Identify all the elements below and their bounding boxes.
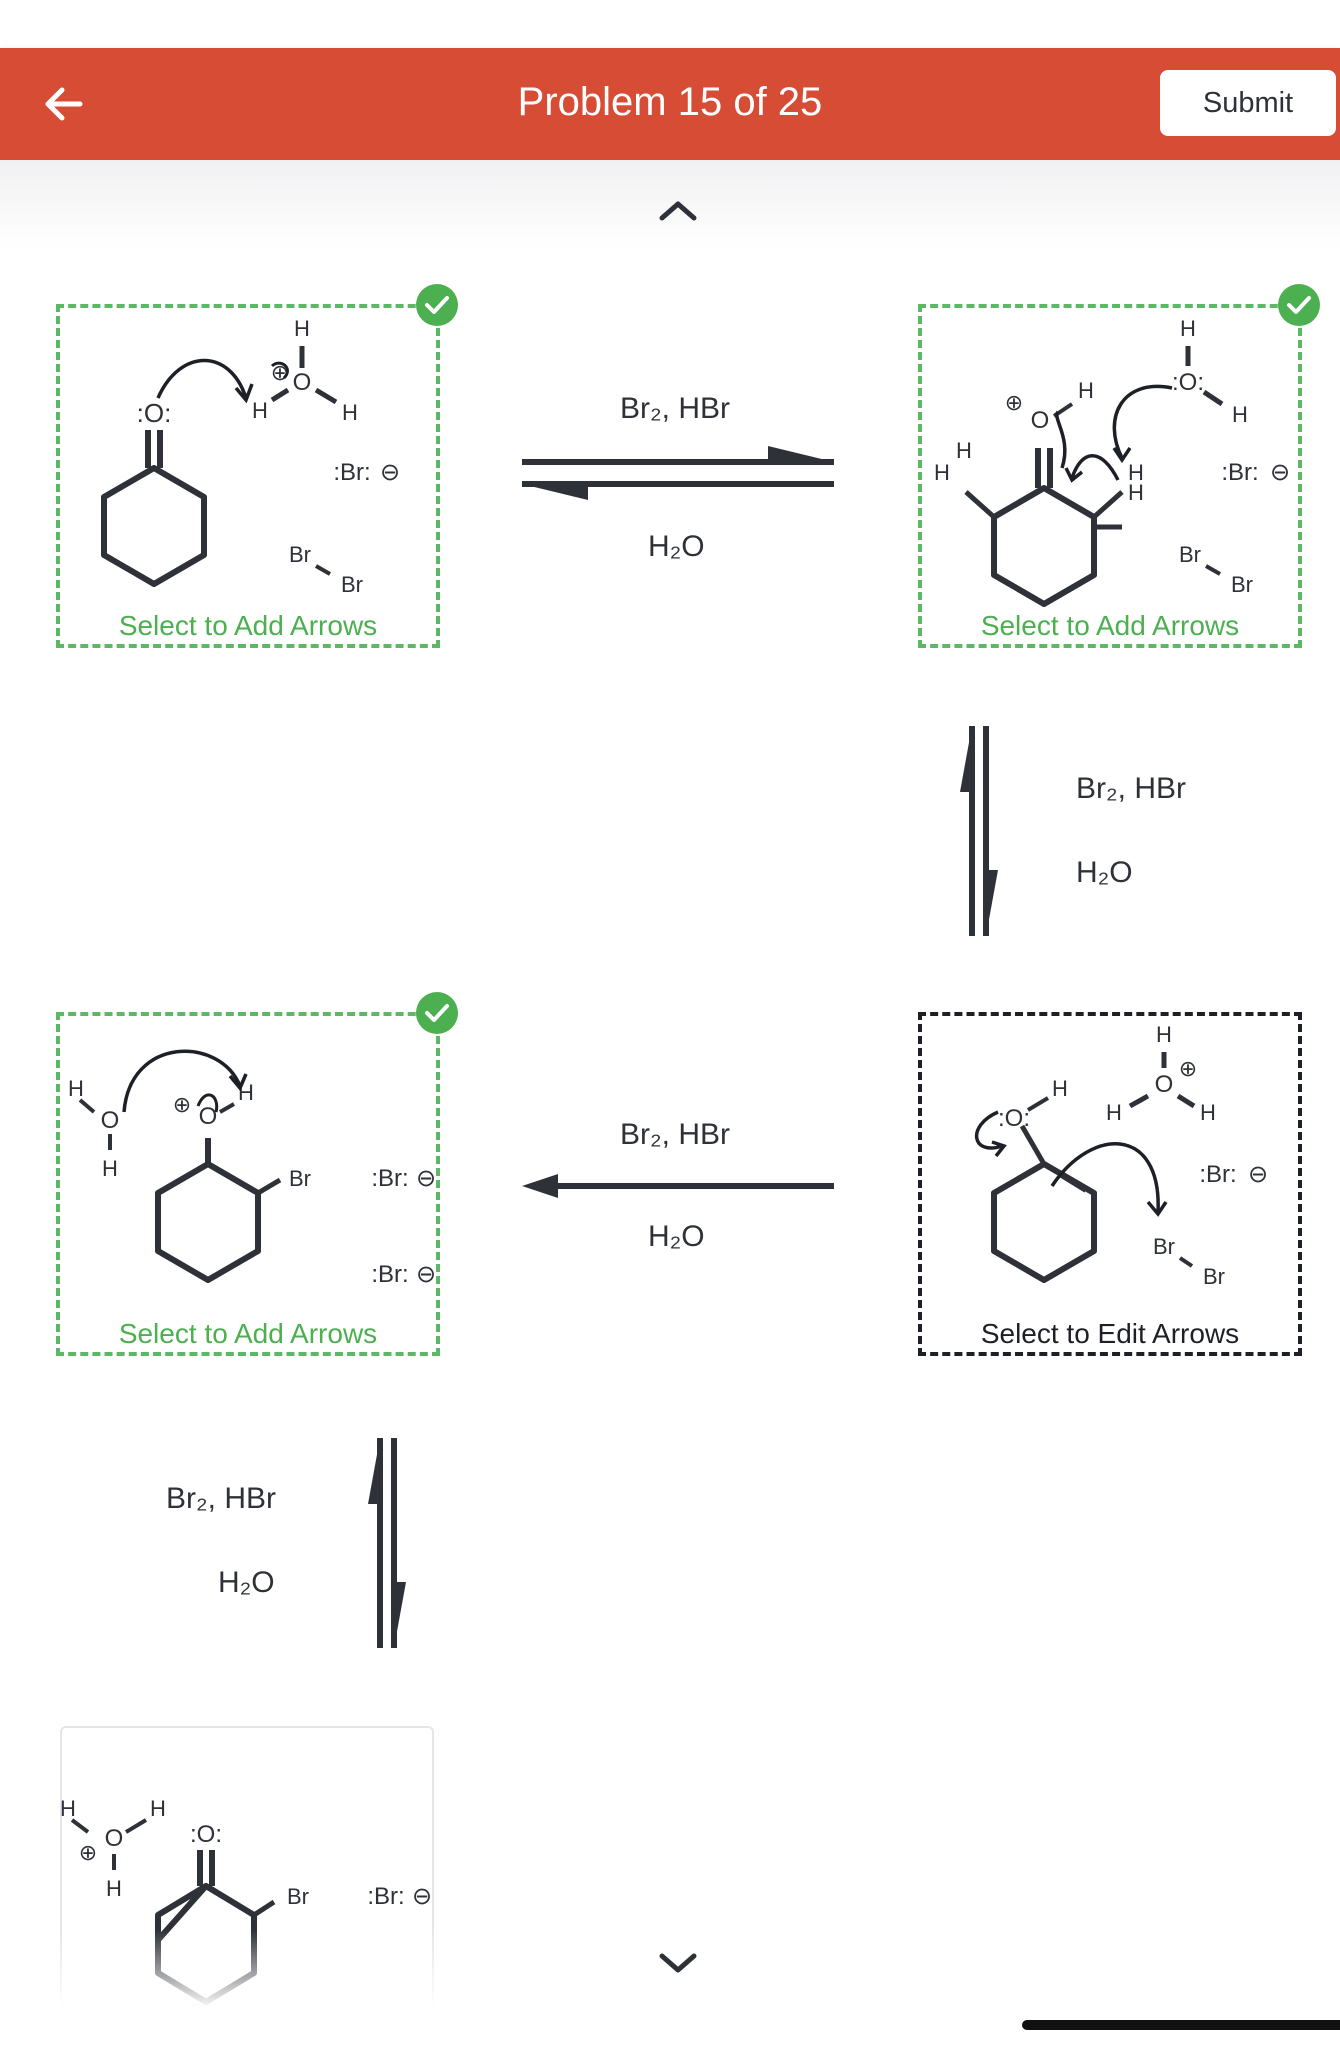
app-header: Problem 15 of 25 Submit: [0, 48, 1340, 160]
svg-text:H: H: [1052, 1076, 1068, 1101]
check-icon: [425, 296, 449, 314]
svg-text:H: H: [1128, 460, 1144, 485]
svg-text::Br:: :Br:: [367, 1883, 404, 1910]
svg-text:H: H: [1200, 1100, 1216, 1125]
step-2-complete-badge: [1278, 284, 1320, 326]
step-1-complete-badge: [416, 284, 458, 326]
svg-text::Br:: :Br:: [1199, 1161, 1236, 1188]
toolbar-strip: [0, 160, 1340, 250]
svg-text:Br: Br: [289, 1166, 311, 1191]
reagent-label-2: H₂O: [648, 530, 705, 563]
reagent-label-4: H₂O: [1076, 856, 1133, 889]
structure-step-2: O ⊕ H H H H H H :O: H :Br: ⊖ Br Br: [934, 316, 1290, 607]
svg-text::Br:: :Br:: [333, 459, 370, 486]
svg-text:H: H: [1106, 1100, 1122, 1125]
svg-text::O:: :O:: [998, 1105, 1030, 1132]
svg-text:⊕: ⊕: [1179, 1056, 1197, 1081]
structure-step-3: :O: H H O ⊕ H H :Br: ⊖ Br Br: [975, 1022, 1268, 1289]
svg-text:H: H: [1180, 316, 1196, 341]
scroll-fade: [0, 1930, 1340, 2010]
svg-text:H: H: [68, 1076, 84, 1101]
svg-text:O: O: [199, 1103, 218, 1130]
svg-text:H: H: [1156, 1022, 1172, 1047]
svg-text:⊕: ⊕: [173, 1092, 191, 1117]
reagent-label-7: Br₂, HBr: [166, 1482, 276, 1515]
svg-text:O: O: [1031, 407, 1050, 434]
svg-text::Br:: :Br:: [1221, 459, 1258, 486]
equilibrium-arrow-4: [368, 1438, 406, 1648]
reagent-label-5: Br₂, HBr: [620, 1118, 730, 1151]
svg-text::O:: :O:: [137, 398, 172, 428]
chevron-down-icon: [659, 1953, 697, 1973]
submit-button[interactable]: Submit: [1160, 70, 1336, 136]
mechanism-step-1[interactable]: :O: H O ⊕ H H :Br: ⊖ Br Br Select to Add…: [56, 304, 440, 648]
reagent-label-1: Br₂, HBr: [620, 392, 730, 425]
step-3-label: Select to Edit Arrows: [980, 1318, 1240, 1349]
step-4-complete-badge: [416, 992, 458, 1034]
svg-text:H: H: [106, 1876, 122, 1901]
mechanism-step-4[interactable]: O ⊕ H Br H O H :Br: ⊖ :Br: ⊖ Select to A…: [56, 1012, 440, 1356]
svg-text:H: H: [1078, 378, 1094, 403]
svg-text:⊖: ⊖: [1248, 1161, 1268, 1188]
structure-step-5: H O ⊕ H H :O: Br :Br: ⊖: [60, 1796, 432, 2005]
svg-text:H: H: [60, 1796, 76, 1821]
step-1-label: Select to Add Arrows: [118, 610, 378, 641]
structure-step-1: :O: H O ⊕ H H :Br: ⊖ Br Br: [101, 316, 400, 597]
svg-text:H: H: [934, 460, 950, 485]
svg-text::O:: :O:: [1172, 369, 1204, 396]
svg-text:Br: Br: [1231, 572, 1253, 597]
reagent-label-3: Br₂, HBr: [1076, 772, 1186, 805]
svg-text:Br: Br: [1153, 1234, 1175, 1259]
svg-text:H: H: [294, 316, 310, 341]
equilibrium-arrow-1: [522, 446, 834, 500]
svg-text:⊕: ⊕: [79, 1840, 97, 1865]
svg-text:H: H: [1232, 402, 1248, 427]
step-4-label: Select to Add Arrows: [118, 1318, 378, 1349]
svg-text:⊖: ⊖: [412, 1883, 432, 1910]
svg-text:⊖: ⊖: [416, 1261, 436, 1288]
svg-text:Br: Br: [341, 572, 363, 597]
check-icon: [1287, 296, 1311, 314]
svg-text:O: O: [1155, 1071, 1174, 1098]
home-indicator: [1022, 2020, 1340, 2030]
equilibrium-arrow-2: [960, 726, 998, 936]
svg-text:⊖: ⊖: [416, 1165, 436, 1192]
mechanism-step-2[interactable]: O ⊕ H H H H H H :O: H :Br: ⊖ Br Br Selec…: [918, 304, 1302, 648]
reagent-label-6: H₂O: [648, 1220, 705, 1253]
svg-text:H: H: [342, 400, 358, 425]
step-2-label: Select to Add Arrows: [980, 610, 1240, 641]
svg-text:H: H: [252, 398, 268, 423]
svg-text:Br: Br: [1179, 542, 1201, 567]
svg-text:Br: Br: [289, 542, 311, 567]
svg-text:H: H: [150, 1796, 166, 1821]
svg-text:Br: Br: [1203, 1264, 1225, 1289]
svg-text:⊖: ⊖: [1270, 459, 1290, 486]
svg-text::Br:: :Br:: [371, 1165, 408, 1192]
reagent-label-8: H₂O: [218, 1566, 275, 1599]
svg-text::O:: :O:: [190, 1821, 222, 1848]
svg-text:O: O: [105, 1825, 124, 1852]
page-title: Problem 15 of 25: [517, 80, 823, 124]
svg-text:H: H: [1128, 480, 1144, 505]
chevron-up-icon: [659, 201, 697, 221]
check-icon: [425, 1004, 449, 1022]
scroll-down-button[interactable]: [656, 1950, 700, 1983]
svg-text:O: O: [293, 369, 312, 396]
svg-text:H: H: [956, 438, 972, 463]
mechanism-step-3[interactable]: :O: H H O ⊕ H H :Br: ⊖ Br Br Select to E…: [918, 1012, 1302, 1356]
back-arrow-icon: [45, 87, 83, 121]
svg-text:Br: Br: [287, 1884, 309, 1909]
reaction-arrow-3: [522, 1174, 834, 1198]
back-button[interactable]: [28, 68, 100, 140]
svg-text:H: H: [102, 1156, 118, 1181]
svg-text:⊖: ⊖: [380, 459, 400, 486]
svg-text:⊕: ⊕: [1005, 390, 1023, 415]
svg-text::Br:: :Br:: [371, 1261, 408, 1288]
svg-text:O: O: [101, 1107, 120, 1134]
structure-step-4: O ⊕ H Br H O H :Br: ⊖ :Br: ⊖: [68, 1049, 436, 1288]
scroll-up-button[interactable]: [656, 196, 700, 229]
